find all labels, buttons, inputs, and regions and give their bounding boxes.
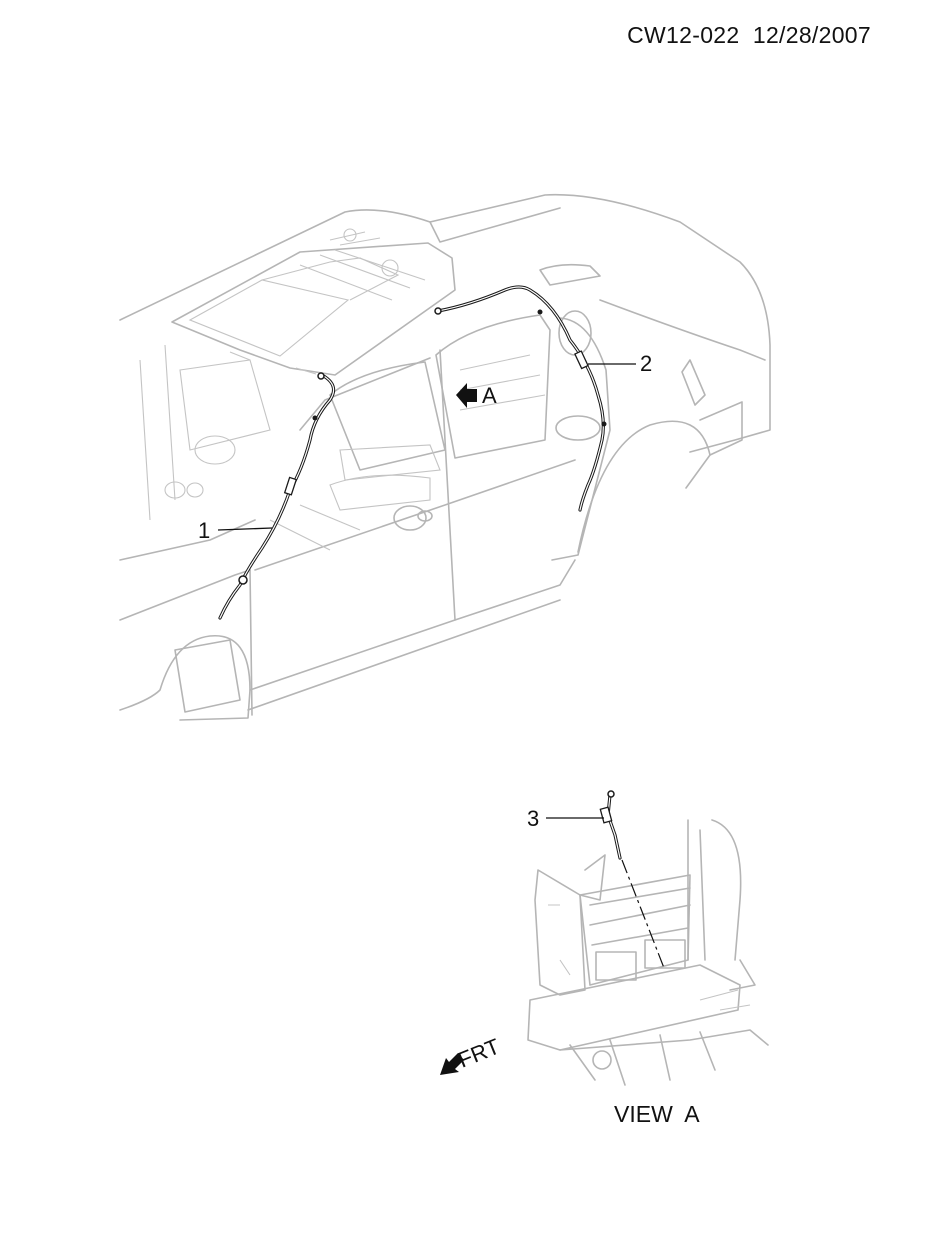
callout-1-label: 1 — [198, 518, 210, 543]
view-a-arrow-icon — [456, 383, 477, 408]
front-direction-indicator: FRT — [440, 1034, 503, 1075]
front-direction-label: FRT — [455, 1034, 504, 1073]
callout-3-label: 3 — [527, 806, 539, 831]
drawing-header: CW12-022 12/28/2007 — [627, 22, 871, 49]
front-drain-hose — [218, 372, 336, 620]
front-arrow-icon — [440, 1053, 464, 1075]
view-a-marker-letter: A — [482, 383, 497, 408]
callout-1-leader — [217, 527, 273, 531]
drawing-code: CW12-022 — [627, 22, 740, 48]
callout-2-label: 2 — [640, 351, 652, 376]
view-a-caption: VIEW A — [614, 1101, 700, 1127]
rear-drain-hose — [434, 285, 607, 512]
view-a-inset — [527, 790, 769, 1086]
drawing-date: 12/28/2007 — [752, 22, 871, 48]
view-a-marker: A — [456, 383, 497, 408]
car-body-illustration — [119, 193, 771, 721]
